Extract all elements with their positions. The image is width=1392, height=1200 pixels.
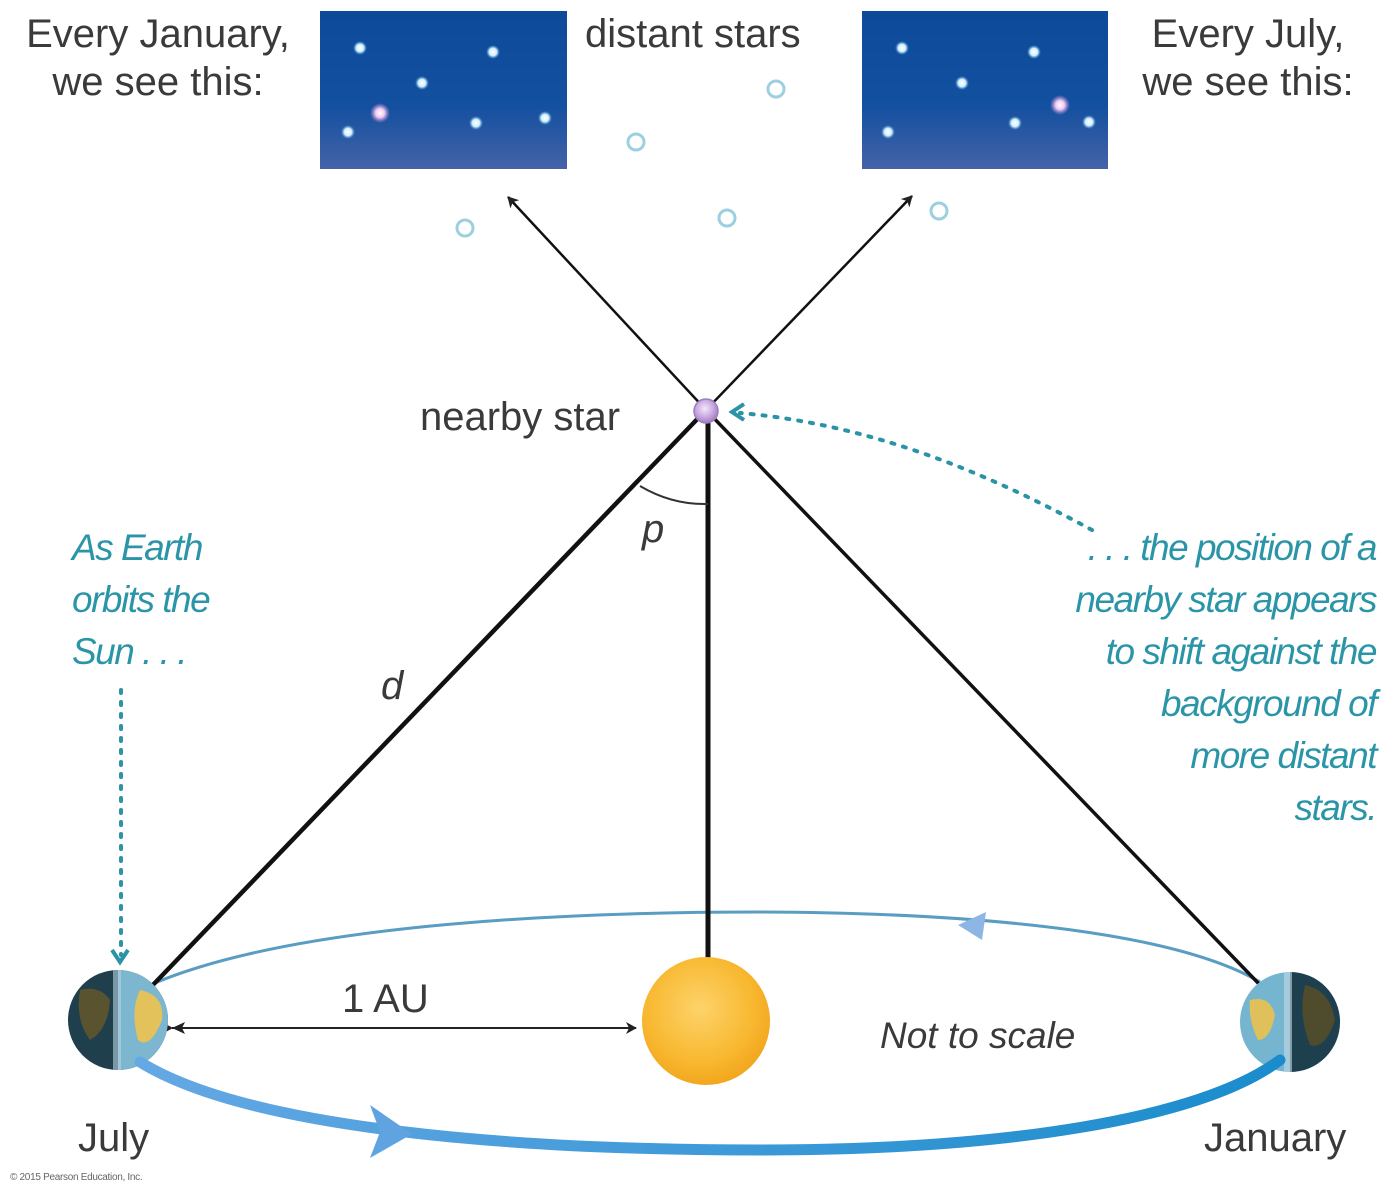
parallax-angle-label: p	[642, 507, 665, 551]
nearby-star-label: nearby star	[420, 395, 621, 439]
orbit-back	[149, 910, 1261, 987]
left-caption-line: orbits the	[72, 579, 211, 620]
right-caption-line: to shift against the	[1105, 631, 1378, 672]
january-view-line2: we see this:	[52, 60, 264, 104]
parallax-angle-arc	[639, 485, 709, 506]
july-label: July	[78, 1116, 150, 1160]
july-view-line2: we see this:	[1142, 60, 1354, 104]
nearby-star	[693, 398, 719, 424]
left-caption: As Earth orbits the Sun . . .	[72, 522, 211, 678]
july-star-field	[881, 41, 1096, 139]
right-caption-line: more distant	[1190, 735, 1377, 776]
january-view-label: Every January, we see this:	[8, 10, 308, 106]
right-caption: . . . the position of a nearby star appe…	[1075, 522, 1378, 834]
right-caption-line: background of	[1160, 683, 1378, 724]
right-caption-line: . . . the position of a	[1087, 527, 1378, 568]
copyright-notice: © 2015 Pearson Education, Inc.	[10, 1172, 143, 1183]
july-view-line1: Every July,	[1151, 12, 1345, 56]
not-to-scale-label: Not to scale	[880, 1015, 1076, 1056]
january-label: January	[1204, 1116, 1347, 1160]
orbit-front	[134, 1054, 1286, 1156]
left-caption-line: As Earth	[72, 527, 203, 568]
au-label: 1 AU	[342, 977, 429, 1021]
orbit-direction-arrow-bottom	[370, 1105, 412, 1158]
orbit-direction-arrow-top	[958, 912, 986, 940]
dotted-pointer-right	[738, 411, 1094, 532]
earth-january	[1240, 972, 1340, 1072]
july-view-label: Every July, we see this:	[1120, 10, 1376, 106]
sun	[642, 957, 770, 1085]
january-star-field	[341, 41, 552, 139]
july-sky-panel	[862, 11, 1108, 169]
right-caption-line: nearby star appears	[1075, 579, 1377, 620]
left-caption-line: Sun . . .	[72, 631, 188, 672]
distant-stars-label: distant stars	[585, 12, 801, 56]
right-caption-line: stars.	[1294, 787, 1378, 828]
earth-july	[68, 970, 168, 1070]
january-sky-panel	[320, 11, 567, 169]
january-view-line1: Every January,	[26, 12, 290, 56]
distant-star-rings	[455, 79, 949, 238]
distance-label: d	[381, 664, 404, 708]
